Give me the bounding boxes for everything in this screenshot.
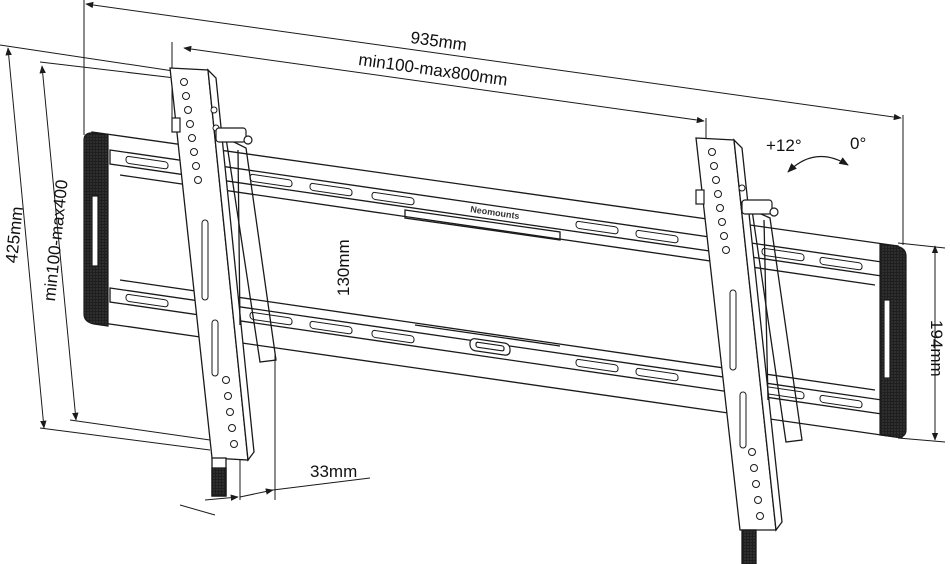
rail-spacing-label: 130mm bbox=[334, 239, 353, 296]
overall-height-dim-line bbox=[5, 47, 47, 429]
tilt-indicator bbox=[787, 155, 849, 173]
tilt-arc bbox=[787, 155, 849, 173]
left-tilt-arm bbox=[169, 67, 277, 497]
upper-rail-slots bbox=[125, 155, 863, 271]
release-handle bbox=[469, 338, 511, 356]
right-arm-knob bbox=[695, 189, 779, 217]
left-arm-holes bbox=[180, 78, 238, 448]
tilt-zero-label: 0° bbox=[850, 134, 867, 153]
left-arm-knob bbox=[171, 117, 253, 145]
right-end-cap bbox=[879, 243, 907, 438]
wall-distance-label: 33mm bbox=[310, 462, 358, 481]
vesa-vertical-dim-line bbox=[39, 65, 79, 421]
tilt-positive-label: +12° bbox=[766, 136, 802, 155]
plate-height-label: 194mm bbox=[927, 320, 946, 377]
vesa-horizontal-dim-line bbox=[183, 45, 705, 124]
left-end-cap bbox=[83, 132, 109, 327]
lower-rail-slots bbox=[125, 293, 863, 409]
wall-distance-dim-line bbox=[239, 488, 274, 498]
right-arm-holes bbox=[708, 148, 764, 520]
